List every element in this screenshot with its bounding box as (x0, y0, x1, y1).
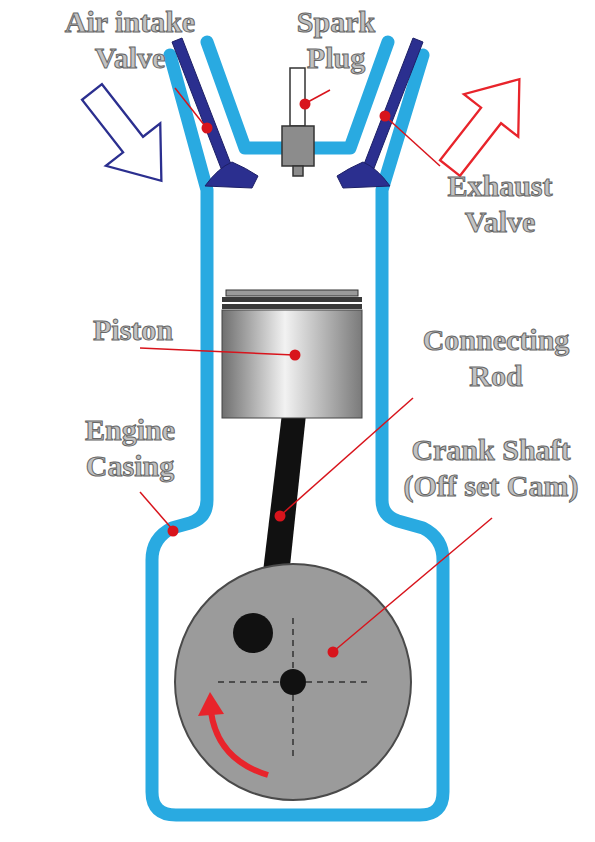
leader-line (175, 88, 205, 126)
leader-line (334, 518, 492, 651)
part-label: Engine Casing (52, 412, 208, 484)
crank-pin (233, 613, 273, 653)
connecting-rod (262, 405, 307, 585)
rotation-arrowhead (198, 692, 224, 716)
exhaust-valve-stem (361, 38, 423, 176)
leader-dot (300, 99, 311, 110)
intake-valve-stem (172, 38, 234, 176)
part-label: Crank Shaft (Off set Cam) (391, 432, 591, 504)
piston-ring (222, 304, 362, 309)
leader-line (140, 492, 173, 530)
engine-casing (152, 55, 443, 815)
crankshaft-disc (175, 564, 411, 800)
leader-dot (275, 511, 286, 522)
leader-line (386, 117, 440, 166)
part-label: Spark Plug (272, 4, 400, 76)
leader-dot (168, 526, 179, 537)
leader-dot (290, 350, 301, 361)
leader-line (140, 348, 294, 355)
intake-valve-head (205, 162, 258, 188)
spark-plug-tip (293, 166, 303, 176)
leader-dot (380, 111, 391, 122)
spark-plug-body (282, 126, 314, 166)
crank-axle (280, 669, 306, 695)
leader-dot (202, 123, 213, 134)
part-label: Air intake Valve (30, 4, 230, 76)
piston-body (222, 310, 362, 418)
piston-ring (222, 297, 362, 302)
piston-crown (226, 290, 358, 296)
spark-plug-insulator (290, 68, 305, 126)
leader-line (281, 398, 413, 515)
rotation-arrow (211, 712, 268, 775)
leader-dot (328, 647, 339, 658)
part-label: Piston (66, 312, 200, 348)
part-label: Connecting Rod (404, 322, 588, 394)
part-label: Exhaust Valve (420, 168, 580, 240)
exhaust-valve-head (337, 162, 390, 188)
intake-arrow (65, 71, 189, 202)
